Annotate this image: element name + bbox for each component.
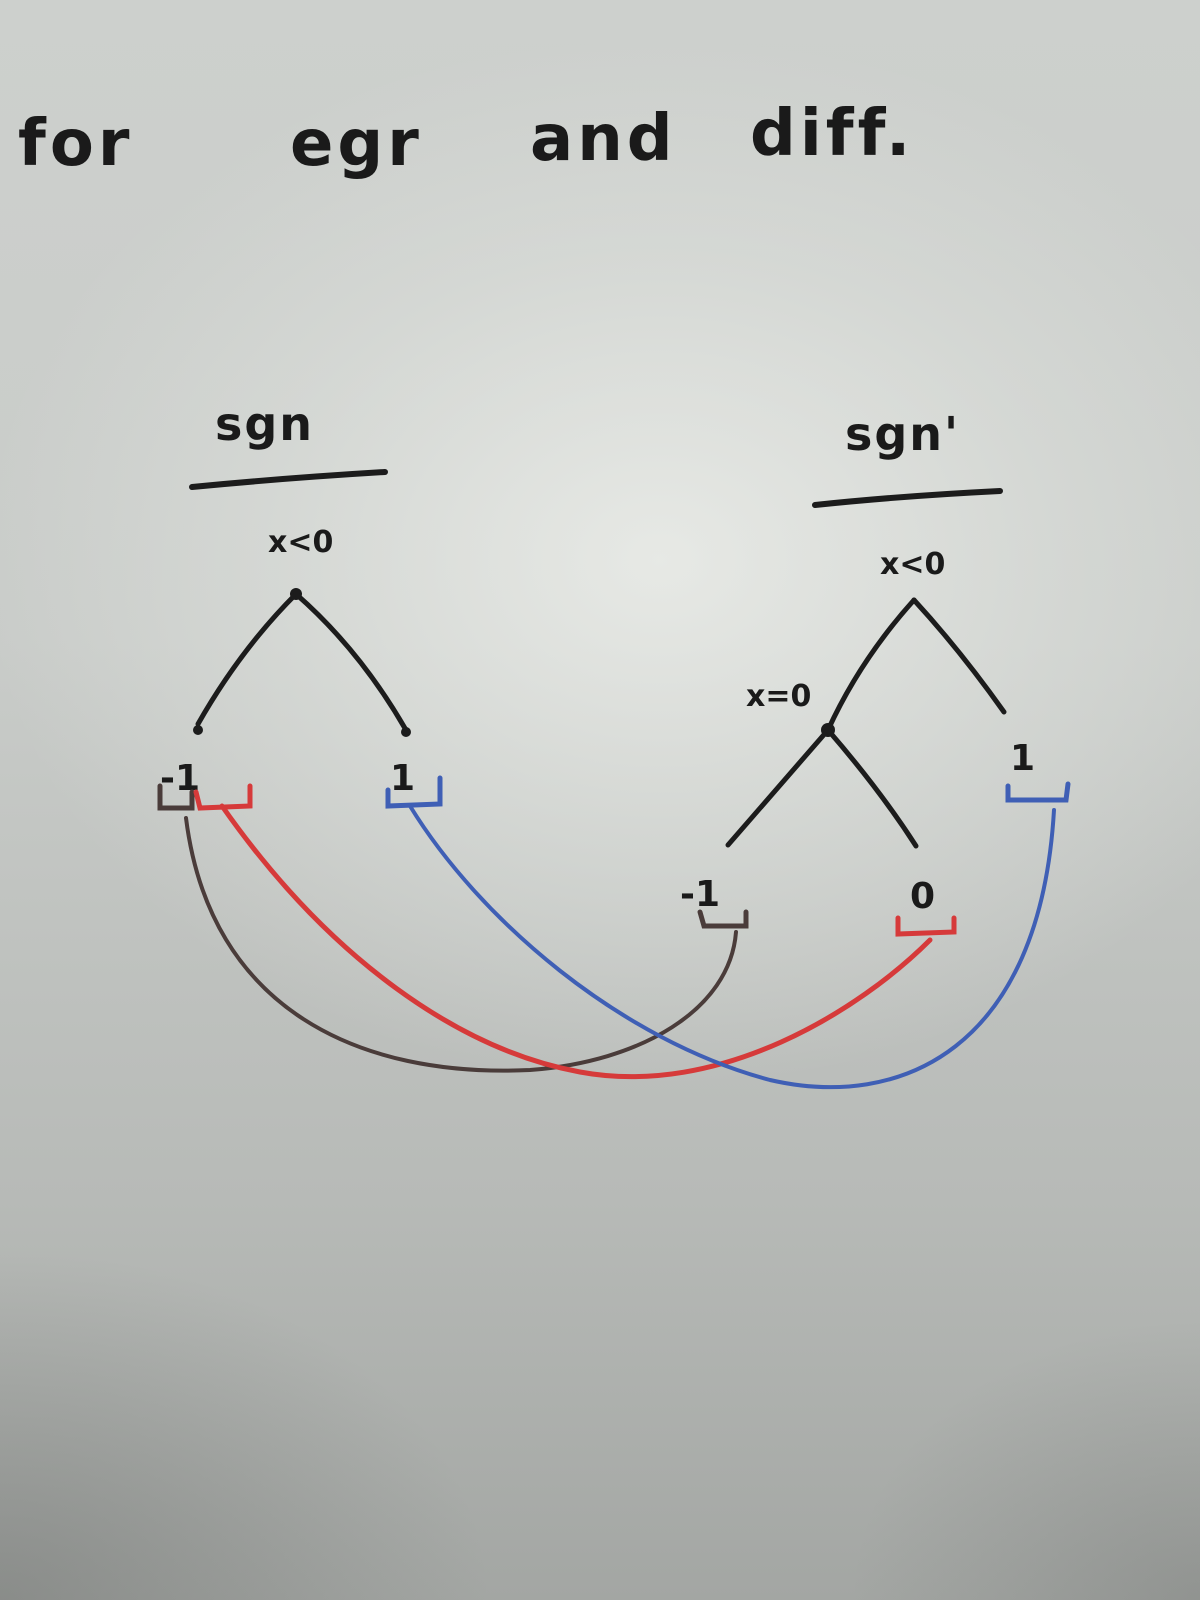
tree-sgn-prime-port-brown (697, 909, 749, 929)
tree-sgn-prime-leaf-one: 1 (1010, 738, 1035, 779)
arc-blue-one-to-one (408, 804, 1056, 1090)
heading-word-for: for (18, 107, 133, 181)
tree-sgn-prime-title-underline (812, 488, 1003, 508)
tree-sgn-port-blue (385, 775, 443, 809)
tree-sgn-prime-inner-edge-left (725, 727, 831, 848)
connections (184, 803, 1056, 1090)
tree-sgn-title-underline (189, 469, 388, 490)
tree-sgn-prime-leaf-zero: 0 (910, 876, 935, 917)
tree-sgn-edge-right (293, 591, 409, 733)
heading-word-egr: egr (290, 107, 423, 181)
tree-sgn-prime-leaf-minus-one: -1 (680, 874, 720, 915)
tree-sgn-prime-port-blue (1005, 781, 1071, 803)
tree-sgn-prime-title: sgn' (845, 407, 960, 461)
tree-sgn-prime-edge-right (911, 597, 1007, 715)
tree-sgn-leaf-node-right (401, 727, 411, 737)
heading-word-and: and (530, 102, 677, 176)
heading: for egr and diff. (18, 97, 914, 181)
tree-sgn-prime-root-condition: x<0 (880, 547, 945, 582)
arc-brown-minus-one-to-minus-one (184, 816, 738, 1073)
tree-sgn-prime-inner-condition: x=0 (746, 679, 811, 714)
tree-sgn-title: sgn (215, 397, 314, 451)
tree-sgn-root-condition: x<0 (268, 525, 333, 560)
tree-sgn-port-brown (157, 783, 195, 811)
tree-sgn-prime: sgn' x<0 x=0 1 -1 0 (680, 407, 1071, 937)
tree-sgn-leaf-one: 1 (390, 758, 415, 799)
tree-sgn-prime-edge-left (825, 597, 917, 733)
arc-red-minus-one-to-zero (219, 803, 933, 1080)
tree-sgn-edge-left (195, 591, 299, 727)
tree-sgn-prime-port-red (895, 915, 957, 937)
tree-sgn-leaf-node-left (193, 725, 203, 735)
tree-sgn: sgn x<0 -1 1 (157, 397, 443, 811)
tree-sgn-prime-inner-edge-right (825, 727, 919, 849)
heading-word-diff: diff. (750, 97, 914, 171)
